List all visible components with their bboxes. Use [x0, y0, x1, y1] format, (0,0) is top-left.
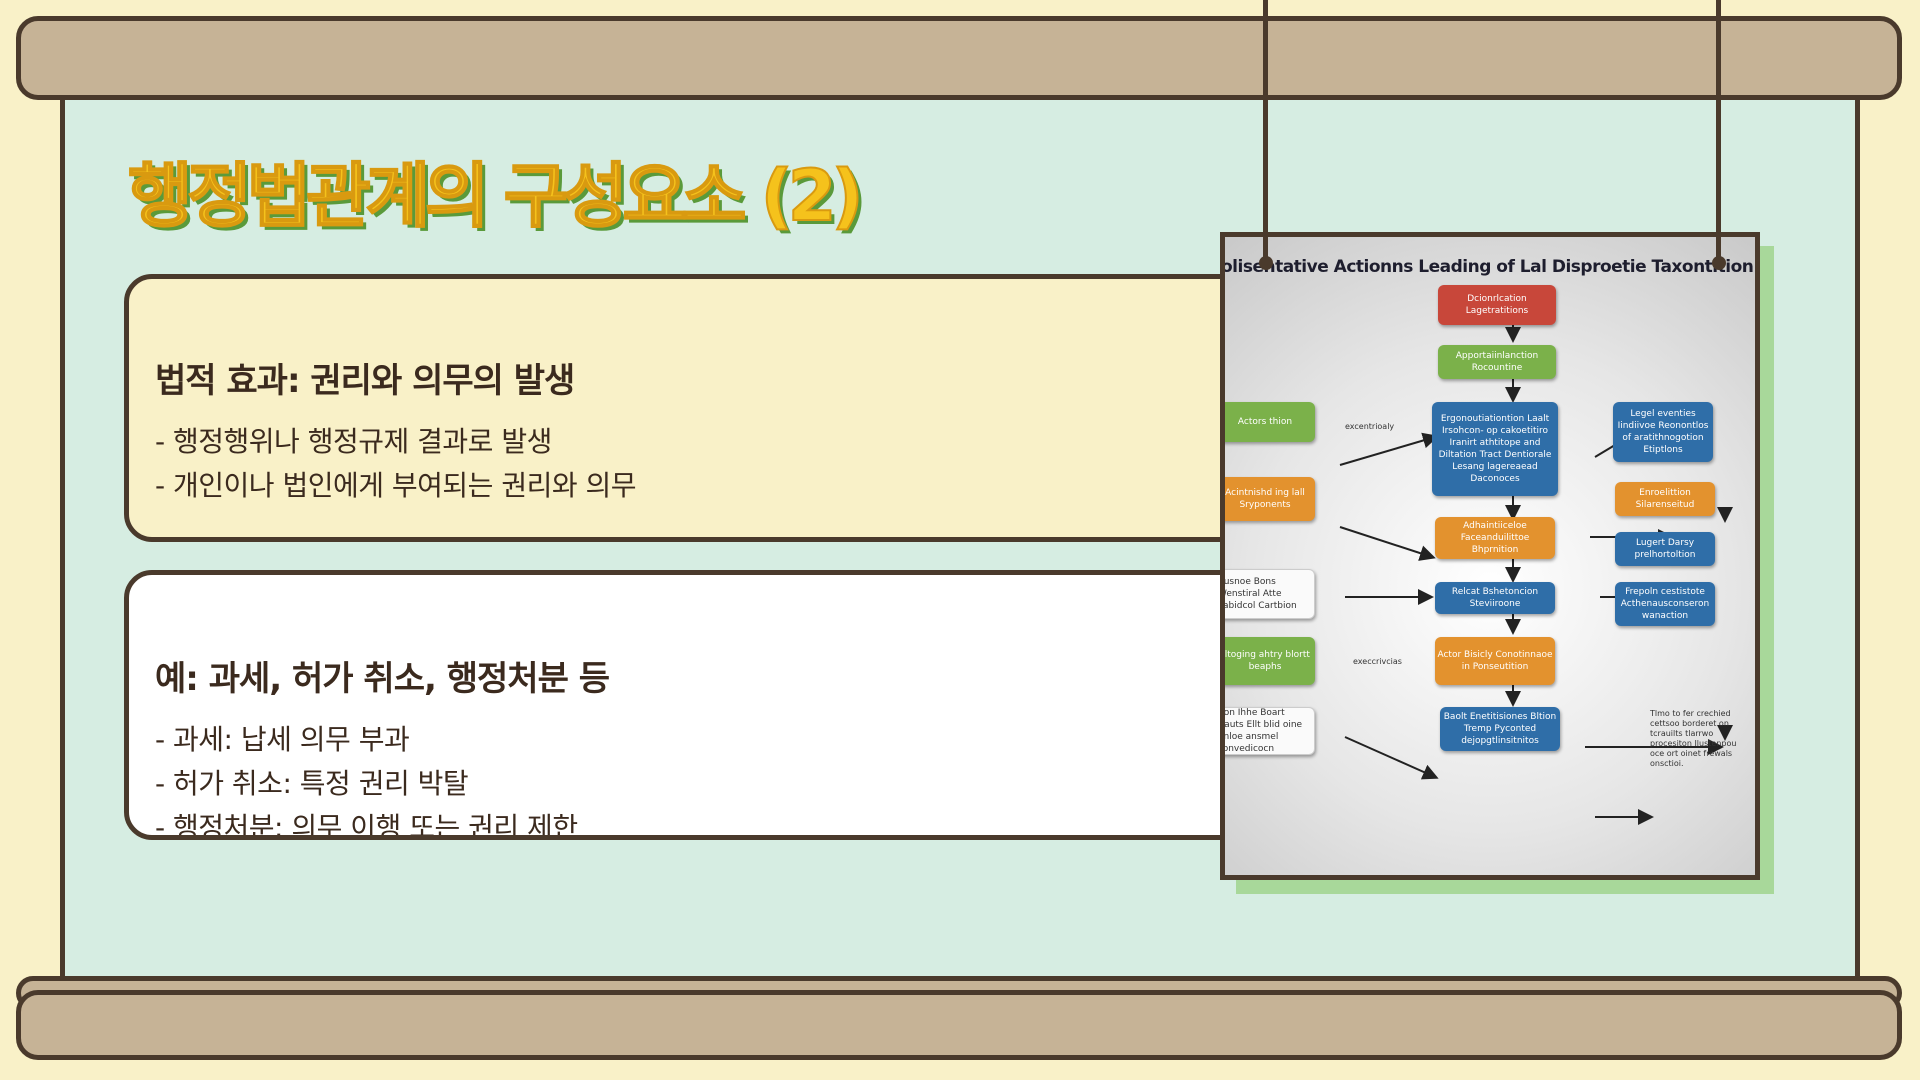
flow-box-mid3: Adhaintiiceloe Faceanduilittoe Bhprnitio…	[1435, 517, 1555, 559]
card-heading: 법적 효과: 권리와 의무의 발생	[155, 361, 575, 401]
flowchart-image: olisentative Actionns Leading of Lal Dis…	[1220, 232, 1760, 880]
flow-box-right3: Lugert Darsy prelhortoltion	[1615, 532, 1715, 566]
hanging-cord-right	[1716, 0, 1721, 262]
flow-box-left2: Acintnishd ing lall Sryponents	[1225, 477, 1315, 521]
list-item: - 과세: 납세 의무 부과	[155, 723, 410, 756]
examples-card: 예: 과세, 허가 취소, 행정처분 등 - 과세: 납세 의무 부과 - 허가…	[124, 570, 1270, 840]
flow-box-right1: Legel eventies Iindiivoe Reonontlos of a…	[1613, 402, 1713, 462]
flow-box-second: Apportaiinlanction Rocountine	[1438, 345, 1556, 379]
top-scroll-rod	[16, 16, 1902, 100]
flow-box-left3: pusnoe Bons Wenstiral Atte llabidcol Car…	[1225, 569, 1315, 619]
flow-box-left4: sltoging ahtry blortt beaphs	[1225, 637, 1315, 685]
flowchart-title: olisentative Actionns Leading of Lal Dis…	[1221, 257, 1754, 277]
flow-note-right5: Tlmo to fer crechied cettsoo borderet on…	[1650, 709, 1737, 768]
list-item: - 행정처분: 의무 이행 또는 권리 제한	[155, 811, 578, 840]
flow-box-left1: Actors thion	[1225, 402, 1315, 442]
flow-box-mid4: Relcat Bshetoncion Steviiroone	[1435, 582, 1555, 614]
list-item: - 허가 취소: 특정 권리 박탈	[155, 767, 469, 800]
bottom-scroll-rod	[16, 990, 1902, 1060]
cord-pin-left	[1259, 256, 1273, 270]
hanging-cord-left	[1263, 0, 1268, 262]
slide-title: 행정법관계의 구성요소 (2)	[127, 154, 864, 238]
flow-box-center: Ergonoutiationtion Laalt Irsohcon- op ca…	[1432, 402, 1558, 496]
card-list: - 과세: 납세 의무 부과 - 허가 취소: 특정 권리 박탈 - 행정처분:…	[155, 718, 1239, 840]
flow-edge-label: execcrivcias	[1353, 657, 1402, 666]
flow-box-top: Dcionrlcation Lagetratitions	[1438, 285, 1556, 325]
list-item: - 행정행위나 행정규제 결과로 발생	[155, 425, 552, 458]
flow-edge-label: excentrioaly	[1345, 422, 1395, 431]
flow-box-right2: Enroelittion Silarenseitud	[1615, 482, 1715, 516]
card-heading: 예: 과세, 허가 취소, 행정처분 등	[155, 659, 610, 699]
flow-box-mid6: Baolt Enetitisiones Bltion Tremp Pyconte…	[1440, 707, 1560, 751]
card-list: - 행정행위나 행정규제 결과로 발생 - 개인이나 법인에게 부여되는 권리와…	[155, 420, 1239, 508]
flow-box-mid5: Actor Bisicly Conotinnaoe in Ponseutitio…	[1435, 637, 1555, 685]
flow-box-right4: Frepoln cestistote Acthenausconseron wan…	[1615, 582, 1715, 626]
list-item: - 개인이나 법인에게 부여되는 권리와 의무	[155, 469, 637, 502]
flow-box-left5: non Ihhe Boart Bauts Ellt blid oine onlo…	[1225, 707, 1315, 755]
cord-pin-right	[1712, 256, 1726, 270]
legal-effect-card: 법적 효과: 권리와 의무의 발생 - 행정행위나 행정규제 결과로 발생 - …	[124, 274, 1270, 542]
